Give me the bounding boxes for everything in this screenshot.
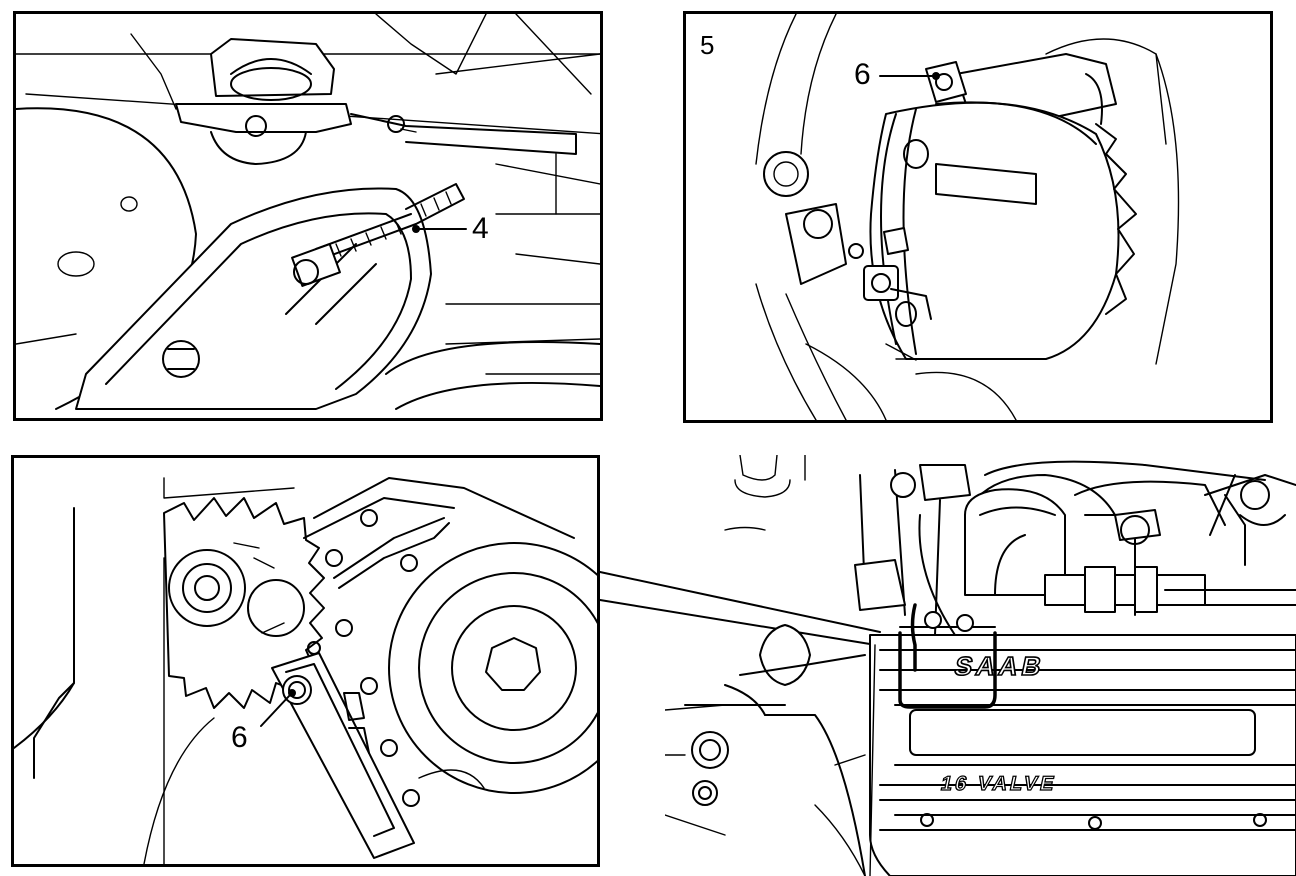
panel-top-right-alternator: 5 bbox=[683, 11, 1273, 423]
engine-drawing bbox=[665, 455, 1296, 876]
panel-bottom-left-mount-detail: 6 bbox=[11, 455, 600, 867]
tensioner-drawing bbox=[16, 14, 600, 410]
step-number: 5 bbox=[700, 30, 715, 60]
valve-cover-saab-lettering: SAAB bbox=[951, 650, 1049, 682]
mount-detail-drawing bbox=[14, 477, 597, 864]
callout-6-bottom: 6 bbox=[231, 721, 248, 754]
engine-overview: SAAB 16 VALVE bbox=[665, 455, 1296, 876]
callout-6-top: 6 bbox=[854, 58, 871, 91]
callout-4: 4 bbox=[472, 212, 489, 245]
valve-cover-16valve-lettering: 16 VALVE bbox=[938, 772, 1059, 795]
alternator-drawing bbox=[755, 14, 1180, 420]
panel-top-left-tensioner: 4 bbox=[13, 11, 603, 421]
